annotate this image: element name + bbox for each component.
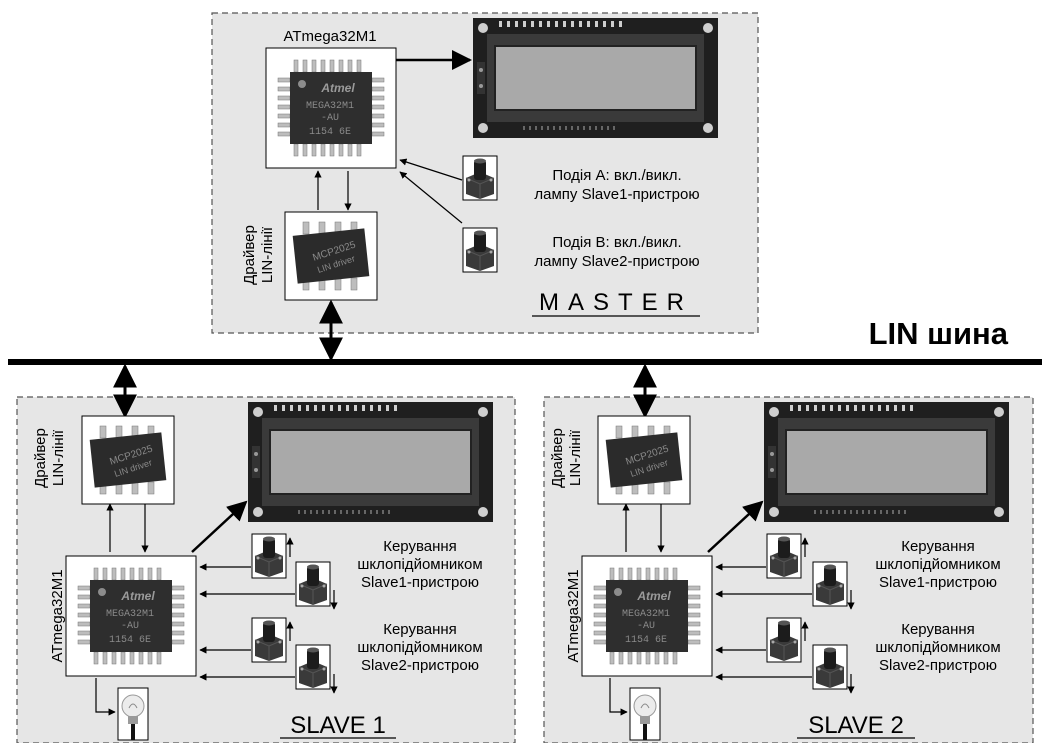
event-a-label-line1: Подія А: вкл./викл. — [552, 167, 681, 184]
slave2-group1-down-push-button-icon — [812, 561, 848, 607]
master-driver-label: Драйвер LIN-лінії — [241, 225, 276, 285]
slave2-group1-line2: шклопідйомником — [875, 556, 1000, 573]
svg-text:ATmega32M1: ATmega32M1 — [565, 569, 582, 662]
master-lin-driver-chip-icon — [284, 211, 378, 301]
slave1-group2-line1: Керування — [383, 621, 457, 638]
slave2-panel: Драйвер LIN-лінії ATmega32M1 Керування ш… — [543, 363, 1034, 743]
event-a-push-button-icon — [462, 155, 498, 201]
slave2-mcu-label: ATmega32M1 — [565, 569, 582, 662]
slave2-lin-driver-chip-icon — [597, 415, 691, 505]
slave1-lcd-module-icon — [247, 401, 494, 523]
slave1-group2-line2: шклопідйомником — [357, 639, 482, 656]
slave2-lcd-module-icon — [763, 401, 1010, 523]
slave1-driver-label: Драйвер LIN-лінії — [32, 428, 67, 488]
slave1-group1-down-push-button-icon — [295, 561, 331, 607]
slave1-group1-line3: Slave1-пристрою — [361, 574, 479, 591]
slave2-group1-line3: Slave1-пристрою — [879, 574, 997, 591]
slave1-panel: Драйвер LIN-лінії ATmega32M1 Керування ш… — [16, 363, 516, 743]
slave2-title: SLAVE 2 — [808, 712, 904, 739]
slave2-driver-label: Драйвер LIN-лінії — [549, 428, 584, 488]
slave1-group2-down-push-button-icon — [295, 644, 331, 690]
slave2-connections — [609, 500, 812, 716]
svg-text:LIN-лінії: LIN-лінії — [567, 429, 584, 486]
event-a-label-line2: лампу Slave1-пристрою — [534, 186, 699, 203]
event-b-label-line1: Подія В: вкл./викл. — [552, 234, 681, 251]
slave2-group2-down-push-button-icon — [812, 644, 848, 690]
slave1-group1-line1: Керування — [383, 538, 457, 555]
slave1-light-bulb-icon — [117, 687, 149, 741]
master-panel: ATmega32M1 Драйвер LIN-лінії Подія А: вк… — [211, 12, 759, 362]
slave2-microcontroller-chip-icon — [581, 555, 713, 677]
slave1-group2-line3: Slave2-пристрою — [361, 657, 479, 674]
slave2-group1-up-push-button-icon — [766, 533, 802, 579]
master-microcontroller-chip-icon — [265, 47, 397, 169]
master-lcd-module-icon — [472, 17, 719, 139]
slave2-group2-line3: Slave2-пристрою — [879, 657, 997, 674]
slave1-lin-driver-chip-icon — [81, 415, 175, 505]
event-b-push-button-icon — [462, 227, 498, 273]
slave1-connections — [95, 500, 295, 716]
slave2-light-bulb-icon — [629, 687, 661, 741]
event-b-label-line2: лампу Slave2-пристрою — [534, 253, 699, 270]
master-title: MASTER — [539, 289, 693, 316]
slave2-group2-line1: Керування — [901, 621, 975, 638]
slave2-group2-line2: шклопідйомником — [875, 639, 1000, 656]
slave1-title: SLAVE 1 — [290, 712, 386, 739]
svg-text:Драйвер: Драйвер — [549, 428, 566, 488]
slave1-group1-up-push-button-icon — [251, 533, 287, 579]
svg-text:Драйвер: Драйвер — [32, 428, 49, 488]
svg-text:LIN-лінії: LIN-лінії — [50, 429, 67, 486]
lin-bus: LIN шина — [8, 316, 1042, 365]
master-connections — [314, 50, 472, 362]
slave2-group1-line1: Керування — [901, 538, 975, 555]
slave2-group2-up-push-button-icon — [766, 617, 802, 663]
svg-text:LIN-лінії: LIN-лінії — [259, 226, 276, 283]
slave1-group1-line2: шклопідйомником — [357, 556, 482, 573]
lin-bus-label: LIN шина — [869, 316, 1009, 351]
master-mcu-label: ATmega32M1 — [283, 28, 376, 45]
slave1-group2-up-push-button-icon — [251, 617, 287, 663]
slave1-mcu-label: ATmega32M1 — [49, 569, 66, 662]
slave1-microcontroller-chip-icon — [65, 555, 197, 677]
svg-text:Драйвер: Драйвер — [241, 225, 258, 285]
svg-text:ATmega32M1: ATmega32M1 — [49, 569, 66, 662]
